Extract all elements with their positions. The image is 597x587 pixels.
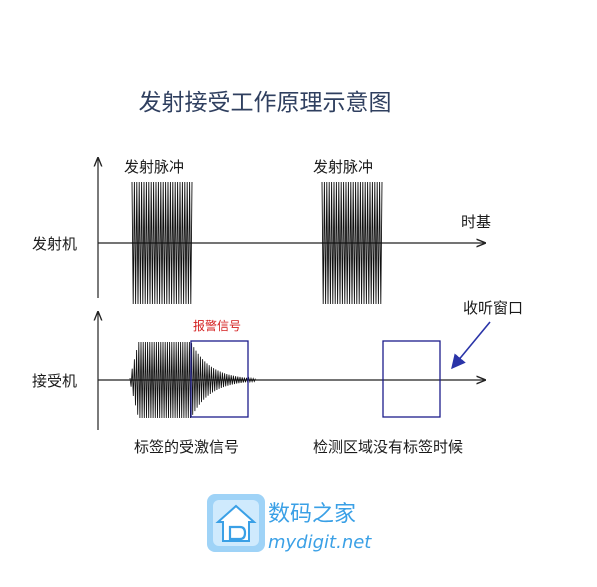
watermark-logo <box>207 494 265 552</box>
tag-signal-caption: 标签的受激信号 <box>134 438 239 456</box>
no-tag-caption: 检测区域没有标签时候 <box>313 438 463 456</box>
transmitter-label: 发射机 <box>32 235 77 253</box>
watermark-en: mydigit.net <box>268 532 372 553</box>
listening-window-2 <box>382 340 441 418</box>
pulse2-label: 发射脉冲 <box>313 158 373 176</box>
time-base-label: 时基 <box>461 213 491 231</box>
diagram-title: 发射接受工作原理示意图 <box>139 90 392 116</box>
listening-window-label: 收听窗口 <box>463 299 523 317</box>
listening-window-1 <box>190 340 249 418</box>
transmit-pulse-2 <box>321 181 383 305</box>
tag-excited-signal <box>129 341 256 419</box>
transmit-pulse-1 <box>131 181 193 305</box>
pulse1-label: 发射脉冲 <box>124 158 184 176</box>
receiver-label: 接受机 <box>32 372 77 390</box>
alarm-signal-label: 报警信号 <box>193 318 241 333</box>
listening-window-pointer-arrow <box>451 321 491 370</box>
watermark-cn: 数码之家 <box>268 502 356 527</box>
